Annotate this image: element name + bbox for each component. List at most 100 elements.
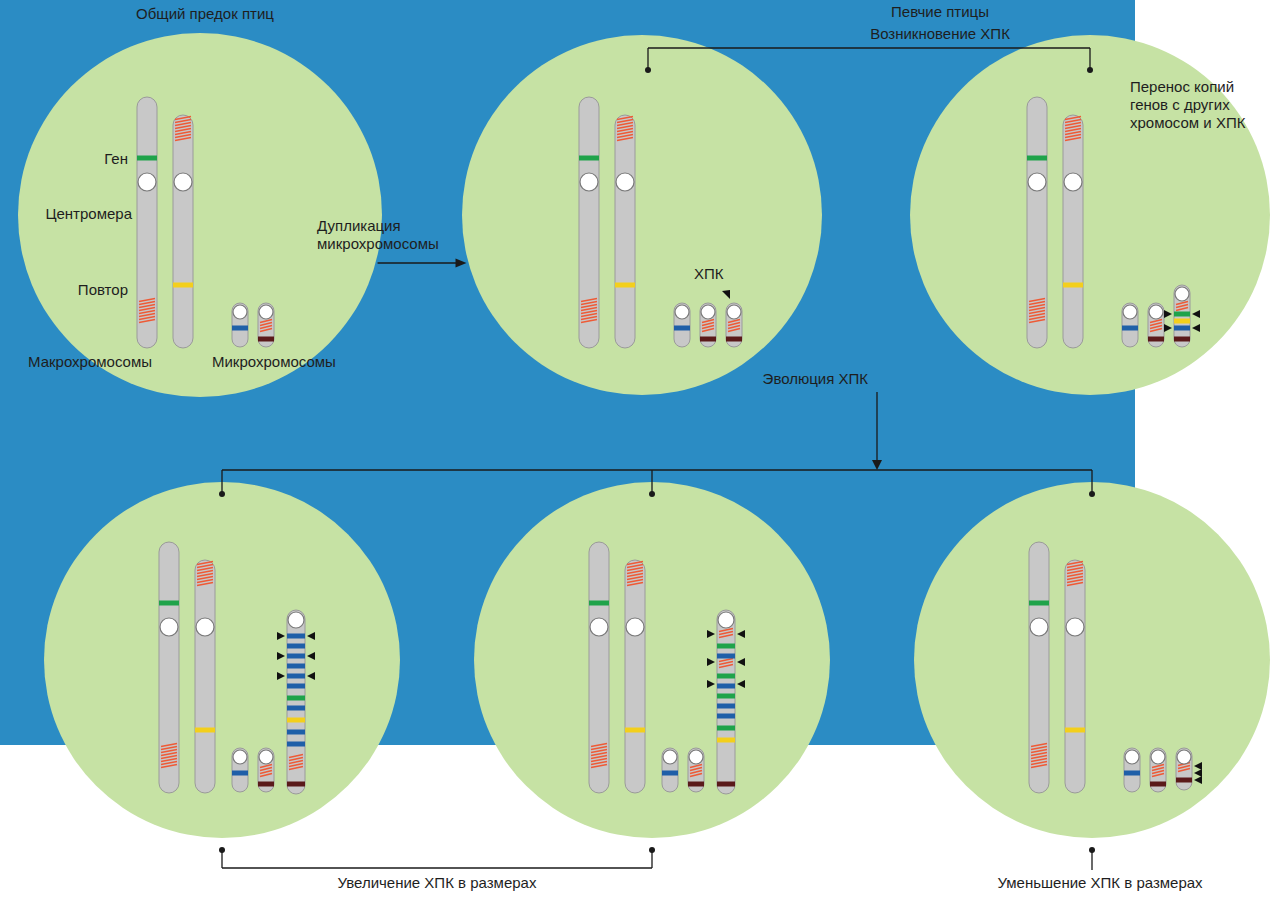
repeat-stroke [1067,574,1083,577]
centromere [1066,618,1084,636]
repeat-stroke [702,323,714,326]
gene-band [287,684,305,689]
repeat-stroke [1067,577,1083,580]
repeat-stroke [1152,774,1164,777]
repeat-stroke [175,120,191,123]
centromere [1125,750,1139,764]
gene-band [232,326,248,331]
connector-line [378,262,457,263]
centromere [590,618,608,636]
repeat-stroke [161,753,177,756]
repeat-stroke [1065,132,1081,135]
repeat-stroke [1150,326,1162,329]
chromosome [1150,748,1166,792]
repeat-stroke [617,117,633,120]
repeat-stroke [197,583,213,586]
centromere [174,173,192,191]
repeat-stroke [289,767,303,770]
arrowhead [277,632,285,640]
repeat-stroke [1029,314,1045,317]
centromere [288,612,304,628]
repeat-stroke [719,635,733,638]
repeat-stroke [1031,759,1047,762]
repeat-stroke [1031,762,1047,765]
repeat-stroke [591,762,607,765]
cell-circle: ХПК [462,35,822,395]
arrowhead [456,259,467,268]
centromere [160,618,178,636]
repeat-stroke [702,329,714,332]
repeat-stroke [139,317,155,320]
gene-band [717,694,735,699]
cell-circle: Перенос копий генов с других хромосом и … [910,35,1270,395]
repeat-stroke [1029,317,1045,320]
gene-band [287,730,305,735]
repeat-stroke [581,305,597,308]
repeat-stroke [1031,756,1047,759]
chromosome-body [579,97,599,348]
repeat-stroke [627,562,643,565]
chromosome [674,303,690,347]
connector-arrow [378,259,467,268]
repeat-stroke [161,750,177,753]
centromere [727,305,741,319]
repeat-stroke [260,771,272,774]
centromere [1123,305,1137,319]
repeat-stroke [139,311,155,314]
repeat-stroke [1176,308,1188,311]
arrowhead [707,658,715,666]
repeat-stroke [591,747,607,750]
repeat-stroke [260,320,272,323]
repeat-stroke [591,750,607,753]
repeat-stroke [1031,753,1047,756]
chromosome-body [1029,542,1049,793]
repeat-stroke [627,583,643,586]
bracket-dot [1089,491,1095,497]
bracket-line [647,48,648,70]
chromosome-body [717,610,735,794]
repeat-stroke [1065,126,1081,129]
gene-band [1174,326,1190,331]
repeat-stroke [197,577,213,580]
gene-band [195,728,215,733]
repeat-stroke [690,765,702,768]
repeat-stroke [139,308,155,311]
gene-band [1174,312,1190,317]
bracket-dot [219,847,225,853]
chromosome-body [173,115,193,348]
repeat-stroke [719,659,733,662]
bracket-dot [219,491,225,497]
gene-band [159,601,179,606]
repeat-stroke [627,568,643,571]
centromere [233,750,247,764]
repeat-stroke [702,326,714,329]
arrowhead [277,652,285,660]
repeat-stroke [260,768,272,771]
repeat-stroke [1029,305,1045,308]
repeat-stroke [175,132,191,135]
bracket-dot [649,847,655,853]
bracket-line [648,47,1090,48]
arrowhead [1194,762,1202,770]
centromere [580,173,598,191]
repeat-stroke [260,765,272,768]
gene-band [287,664,305,669]
repeat-stroke [175,123,191,126]
centromere [1175,287,1189,301]
repeat-stroke [1031,765,1047,768]
repeat-stroke [1178,769,1190,772]
arrowhead [737,680,745,688]
cell-circle [914,482,1270,838]
arrowhead [1192,324,1200,332]
repeat-stroke [617,120,633,123]
arrowhead [307,632,315,640]
chromosome-body [195,560,215,793]
repeat-stroke [197,568,213,571]
arrowhead [277,672,285,680]
chromosome [137,97,157,348]
cell-circle [474,482,830,838]
gene-band [1174,337,1190,342]
gene-band [717,738,735,743]
chromosome [1063,115,1083,348]
